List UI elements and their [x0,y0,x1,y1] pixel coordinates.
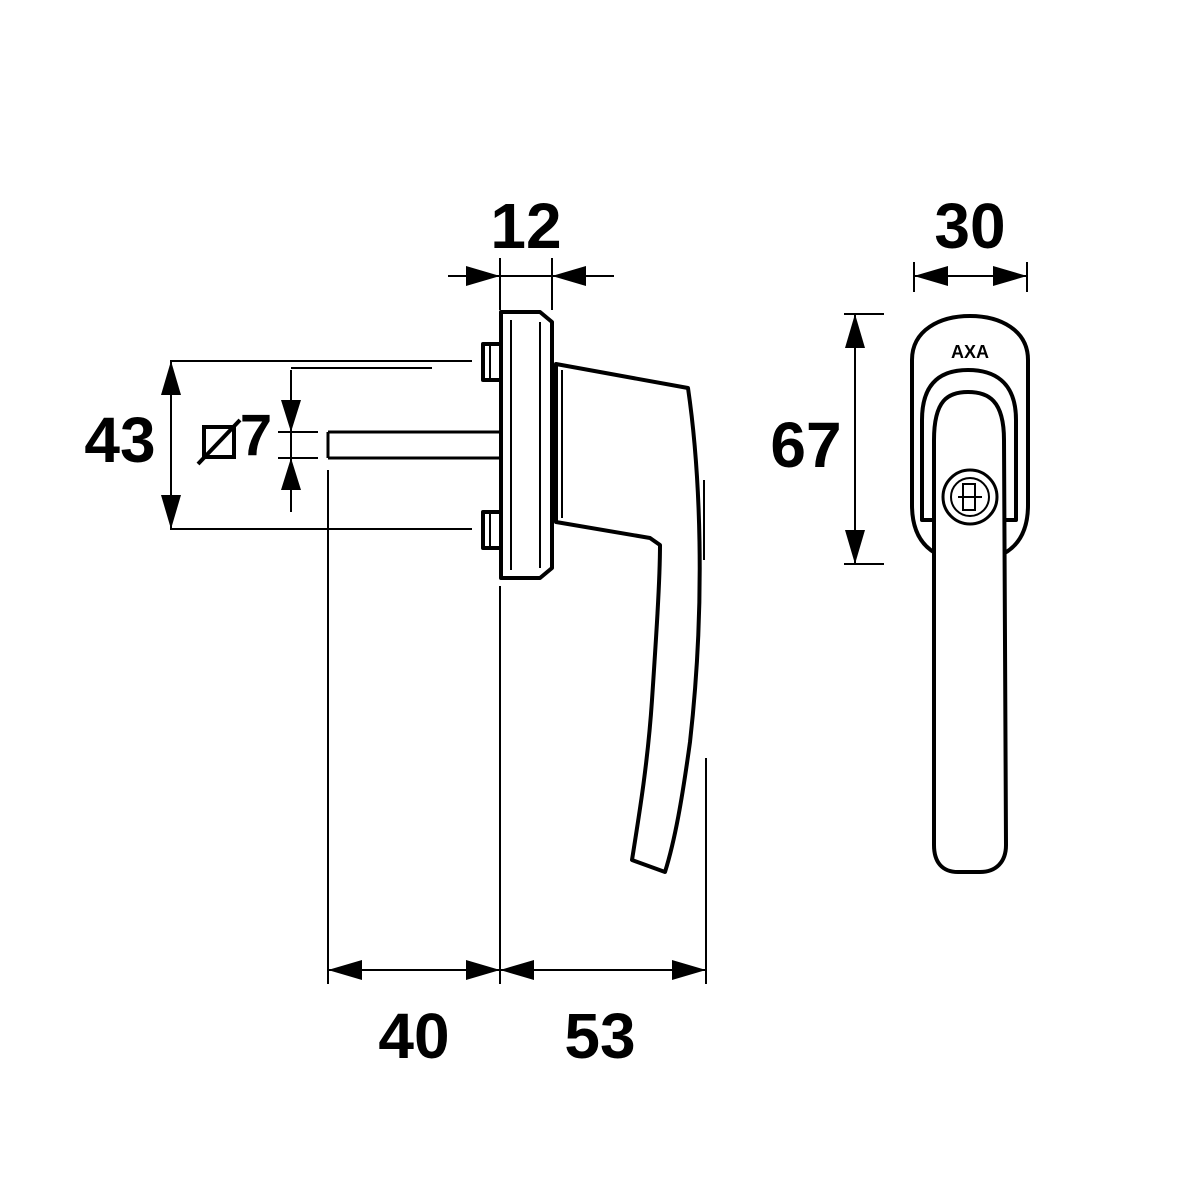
dimension-plate-height: 43 [84,360,472,530]
lock-cylinder-icon [941,468,999,526]
dimension-label-12: 12 [490,190,561,262]
handle-body [554,362,702,874]
dimension-front-height: 67 [770,313,884,565]
dimension-handle-projection: 53 [500,758,707,1072]
brand-logo: AXA [951,342,989,362]
front-lever [932,390,1008,874]
dimension-label-53: 53 [564,1000,635,1072]
dimension-label-7: 7 [240,403,272,468]
dimension-label-67: 67 [770,409,841,481]
dimension-spindle-length: 40 [327,470,501,1072]
side-view [326,310,705,874]
dimension-front-width: 30 [913,190,1028,292]
dimension-label-43: 43 [84,404,155,476]
spindle [326,430,500,460]
rose-plate [499,310,554,580]
mounting-screw-bottom [481,510,503,550]
mounting-screw-top [481,342,503,382]
dimension-plate-thickness: 12 [448,190,614,310]
dimension-spindle-size: 7 [196,367,432,512]
dimension-label-30: 30 [934,190,1005,262]
dimension-label-40: 40 [378,1000,449,1072]
square-diameter-icon [196,418,242,466]
front-view: AXA [910,314,1030,874]
